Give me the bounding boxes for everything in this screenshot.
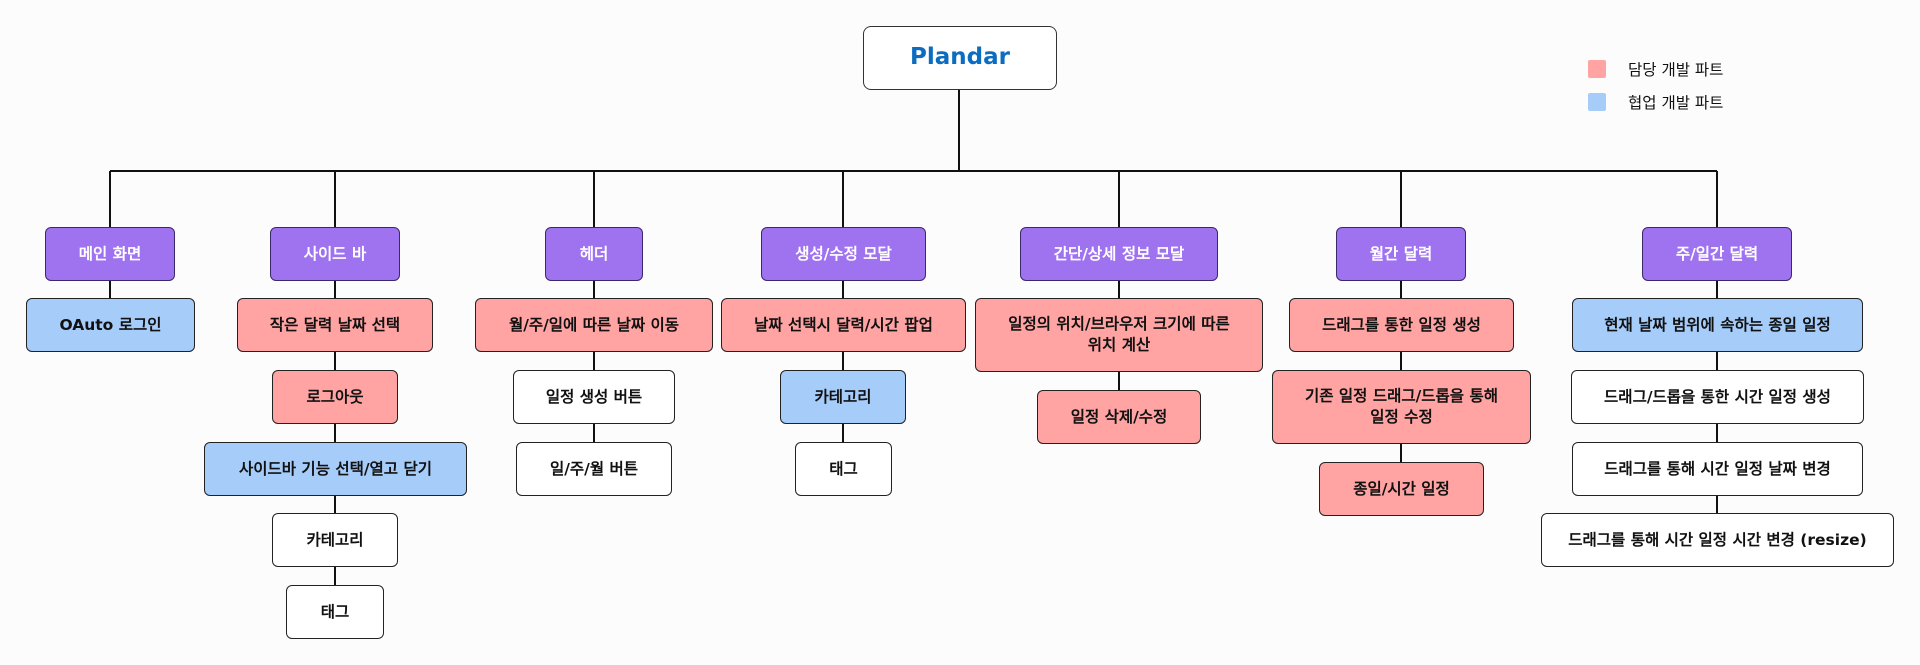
node-modal-category: 카테고리 [780, 370, 906, 424]
node-sidebar-category: 카테고리 [272, 513, 398, 567]
node-event-delete-edit: 일정 삭제/수정 [1037, 390, 1201, 444]
node-allday-events-in-range: 현재 날짜 범위에 속하는 종일 일정 [1572, 298, 1863, 352]
node-drag-create-event: 드래그를 통한 일정 생성 [1289, 298, 1514, 352]
legend-collab: 협업 개발 파트 [1588, 91, 1723, 113]
category-weekly-daily-calendar: 주/일간 달력 [1642, 227, 1792, 281]
node-drag-change-date: 드래그를 통해 시간 일정 날짜 변경 [1572, 442, 1863, 496]
legend-own-label: 담당 개발 파트 [1628, 61, 1724, 79]
legend-collab-label: 협업 개발 파트 [1628, 94, 1724, 112]
category-info-modal: 간단/상세 정보 모달 [1020, 227, 1218, 281]
category-main-screen: 메인 화면 [45, 227, 175, 281]
category-create-edit-modal: 생성/수정 모달 [761, 227, 926, 281]
node-sidebar-tag: 태그 [286, 585, 384, 639]
node-modal-position-calc: 일정의 위치/브라우저 크기에 따른 위치 계산 [975, 298, 1263, 372]
node-sidebar-toggle: 사이드바 기능 선택/열고 닫기 [204, 442, 467, 496]
node-drag-resize-time: 드래그를 통해 시간 일정 시간 변경 (resize) [1541, 513, 1894, 567]
node-oauth-login: OAuto 로그인 [26, 298, 195, 352]
category-sidebar: 사이드 바 [270, 227, 400, 281]
node-modal-tag: 태그 [795, 442, 892, 496]
node-view-buttons: 일/주/월 버튼 [516, 442, 672, 496]
node-logout: 로그아웃 [272, 370, 398, 424]
category-header: 헤더 [545, 227, 643, 281]
node-drag-drop-create-time-event: 드래그/드롭을 통한 시간 일정 생성 [1571, 370, 1864, 424]
legend-collab-swatch [1588, 93, 1606, 111]
node-mini-calendar-date-select: 작은 달력 날짜 선택 [237, 298, 433, 352]
node-create-event-button: 일정 생성 버튼 [513, 370, 675, 424]
category-monthly-calendar: 월간 달력 [1336, 227, 1466, 281]
node-date-navigation: 월/주/일에 따른 날짜 이동 [475, 298, 713, 352]
legend-own: 담당 개발 파트 [1588, 58, 1723, 80]
root-node-plandar: Plandar [863, 26, 1057, 90]
node-date-picker-popup: 날짜 선택시 달력/시간 팝업 [721, 298, 966, 352]
node-allday-time-event: 종일/시간 일정 [1319, 462, 1484, 516]
node-drag-drop-edit-event: 기존 일정 드래그/드롭을 통해 일정 수정 [1272, 370, 1531, 444]
legend-own-swatch [1588, 60, 1606, 78]
